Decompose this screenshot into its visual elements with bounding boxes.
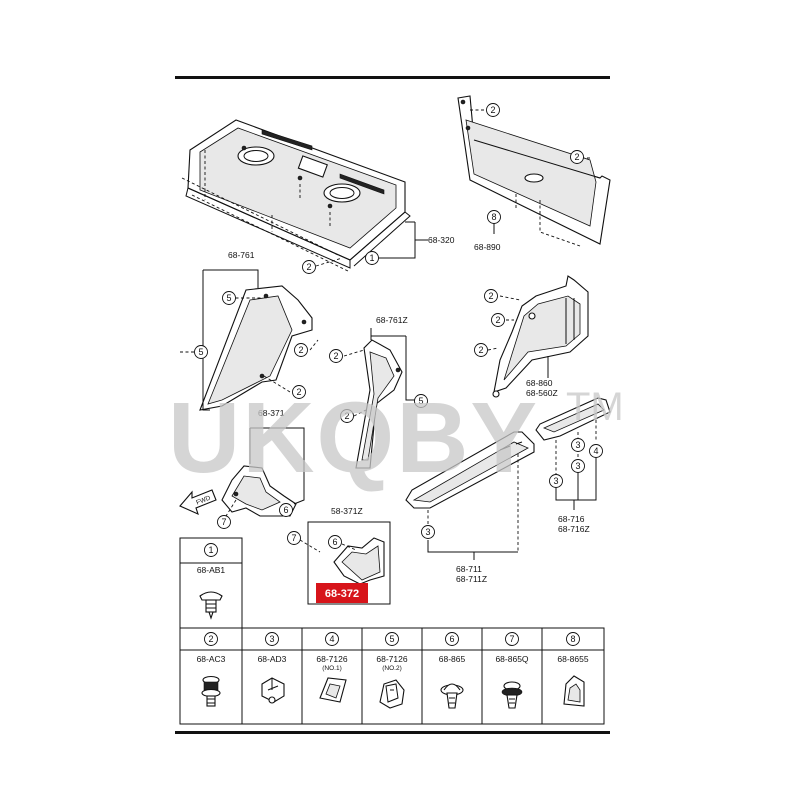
legend-num-5: 5: [389, 634, 394, 644]
back-panel: 2 2 8 68-890: [457, 95, 611, 252]
nut-clip-icon: [261, 677, 285, 704]
label-68-761: 68-761: [228, 250, 255, 260]
callout-2: 2: [296, 387, 301, 397]
screw-grommet-icon: [201, 675, 221, 707]
legend-code-8: 68-8655: [557, 654, 588, 664]
side-trim-right: 7 6 58-371Z 68-372: [287, 506, 391, 605]
left-pillar: 5 5 2 2 68-761: [180, 250, 319, 411]
legend-num-3: 3: [269, 634, 274, 644]
callout-1: 1: [369, 253, 374, 263]
clip-no1-icon: [319, 677, 347, 703]
callout-5: 5: [418, 396, 423, 406]
legend-code-2: 68-AC3: [197, 654, 226, 664]
rear-sill: 3 4 3 3 68-716 68-716Z: [535, 397, 611, 534]
label-68-371: 68-371: [258, 408, 285, 418]
push-rivet-icon: [440, 683, 464, 709]
callout-2: 2: [478, 345, 483, 355]
callout-2: 2: [306, 262, 311, 272]
highlight-part-number: 68-372: [325, 588, 359, 600]
legend-sub-5: (NO.2): [382, 665, 402, 672]
label-68-890: 68-890: [474, 242, 501, 252]
callout-2: 2: [298, 345, 303, 355]
bottom-rule: [175, 731, 610, 734]
right-pillar: 2 2 5 68-761Z: [329, 315, 428, 469]
label-58-371z: 58-371Z: [331, 506, 363, 516]
callout-2: 2: [574, 152, 579, 162]
label-68-716z: 68-716Z: [558, 524, 590, 534]
legend-code-6: 68-865: [439, 654, 466, 664]
legend-sub-4: (NO.1): [322, 665, 342, 672]
legend-num-1: 1: [208, 545, 213, 555]
trim-clip-icon: [563, 675, 585, 707]
top-rule: [175, 76, 610, 79]
callout-2: 2: [495, 315, 500, 325]
legend-code-7: 68-865Q: [495, 654, 528, 664]
callout-7: 7: [221, 517, 226, 527]
callout-2: 2: [488, 291, 493, 301]
callout-6: 6: [332, 537, 337, 547]
clip-icon: [199, 591, 223, 620]
callout-5: 5: [226, 293, 231, 303]
legend-code-3: 68-AD3: [258, 654, 287, 664]
legend-table: 1 2 3 4 5 6 7 8 68-AB1 68-AC3 68-AD3 68-…: [179, 537, 605, 725]
side-trim-left: 7 6 68-371 FWD: [179, 408, 305, 529]
callout-3: 3: [553, 476, 558, 486]
callout-3: 3: [425, 527, 430, 537]
highlight-badge: [316, 583, 368, 603]
legend-code-1: 68-AB1: [197, 565, 226, 575]
legend-code-5: 68-7126: [376, 654, 407, 664]
callout-7: 7: [291, 533, 296, 543]
legend-num-2: 2: [208, 634, 213, 644]
label-68-716: 68-716: [558, 514, 585, 524]
legend-num-6: 6: [449, 634, 454, 644]
push-rivet-q-icon: [501, 681, 523, 709]
legend-num-4: 4: [329, 634, 334, 644]
watermark: UKQBY TM: [168, 382, 624, 494]
callout-8: 8: [491, 212, 496, 222]
callout-3: 3: [575, 461, 580, 471]
watermark-text: UKQBY: [168, 382, 539, 494]
label-68-860: 68-860: [526, 378, 553, 388]
callout-3: 3: [575, 440, 580, 450]
package-tray: 2 1 68-320: [181, 119, 455, 274]
callout-2: 2: [344, 411, 349, 421]
legend-num-7: 7: [509, 634, 514, 644]
callout-2: 2: [333, 351, 338, 361]
label-68-320: 68-320: [428, 235, 455, 245]
clip-no2-icon: [379, 679, 405, 709]
callout-4: 4: [593, 446, 598, 456]
legend-num-8: 8: [570, 634, 575, 644]
callout-2: 2: [490, 105, 495, 115]
label-68-711: 68-711: [456, 564, 482, 574]
label-68-711z: 68-711Z: [456, 574, 487, 584]
label-68-560z: 68-560Z: [526, 388, 558, 398]
watermark-trademark: TM: [566, 385, 624, 429]
label-68-761z: 68-761Z: [376, 315, 408, 325]
quarter-trim: 2 2 2 68-860 68-560Z: [474, 275, 589, 398]
callout-6: 6: [283, 505, 288, 515]
front-sill: 3 68-711 68-711Z: [405, 431, 535, 584]
callout-5: 5: [198, 347, 203, 357]
legend-code-4: 68-7126: [316, 654, 347, 664]
